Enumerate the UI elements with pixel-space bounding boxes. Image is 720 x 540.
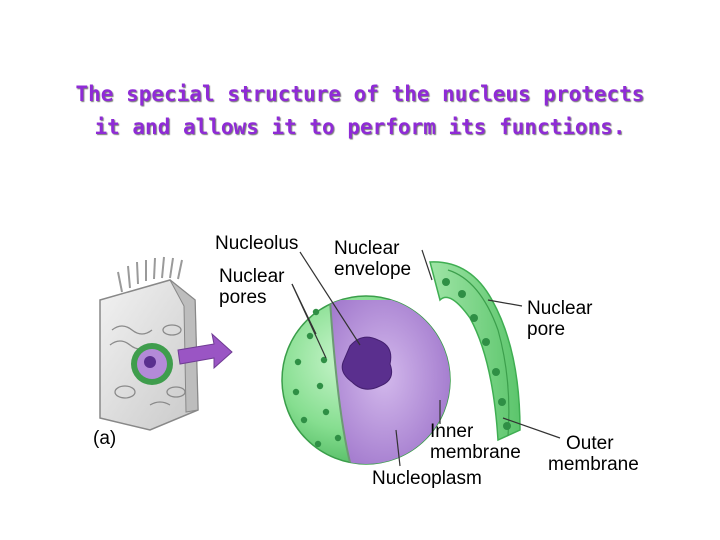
panel-label: (a) — [93, 428, 117, 449]
label-nuclear-pore: Nuclear pore — [527, 298, 593, 340]
fragment-pores — [442, 278, 511, 430]
surface-pores — [292, 308, 342, 448]
envelope-fragment — [429, 261, 521, 442]
label-inner-membrane: Inner membrane — [430, 421, 521, 463]
label-nucleoplasm: Nucleoplasm — [372, 468, 482, 489]
leader-lines — [291, 249, 561, 467]
label-nuclear-pores: Nuclear pores — [219, 266, 285, 308]
slide-title: The special structure of the nucleus pro… — [0, 78, 720, 144]
label-nucleolus: Nucleolus — [215, 233, 299, 254]
nucleolus — [341, 336, 393, 390]
title-line-2: it and allows it to perform its function… — [94, 115, 626, 139]
cell-illustration — [99, 256, 233, 431]
microvilli — [117, 256, 183, 293]
title-line-1: The special structure of the nucleus pro… — [75, 82, 645, 106]
label-nuclear-envelope: Nuclear envelope — [334, 238, 412, 280]
zoom-arrow — [177, 332, 233, 370]
label-outer-membrane: Outer membrane — [548, 433, 639, 475]
nucleus-sphere — [281, 295, 451, 465]
